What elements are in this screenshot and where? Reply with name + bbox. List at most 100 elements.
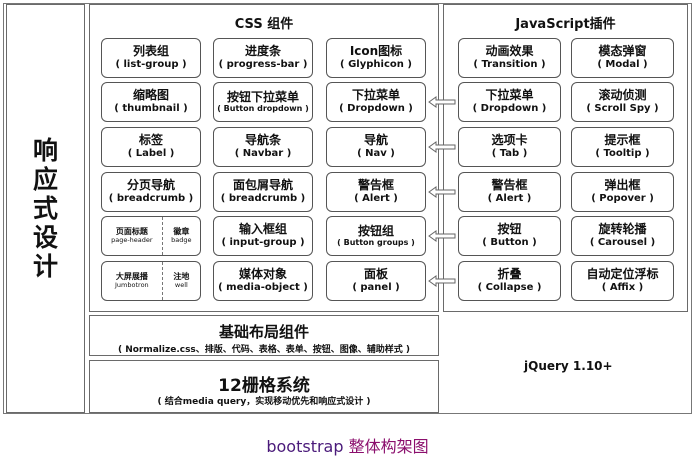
css-component-name: 标签: [138, 133, 163, 148]
css-component-name: 列表组: [132, 44, 169, 59]
css-component-name: 下拉菜单: [351, 88, 400, 103]
left-arrow-icon: [428, 141, 456, 153]
diagram-caption: bootstrap 整体构架图: [0, 433, 695, 457]
js-panel-title: JavaScript插件: [515, 17, 616, 32]
js-plugin-code: ( Affix ): [601, 282, 644, 294]
responsive-design-title: 响应式设计: [32, 136, 58, 281]
caption-suffix: 整体构架图: [348, 437, 429, 456]
css-split-name: 注地: [173, 272, 190, 282]
left-arrow-icon: [428, 186, 456, 198]
base-layout-title: 基础布局组件: [218, 323, 309, 341]
responsive-design-column: 响应式设计: [6, 4, 85, 413]
js-plugin-code: ( Dropdown ): [472, 103, 547, 115]
css-component-name: Icon图标: [349, 44, 403, 59]
css-component-box: 下拉菜单( Dropdown ): [326, 82, 426, 122]
css-component-box: 分页导航( breadcrumb ): [101, 172, 201, 212]
css-component-name: 按钮组: [357, 223, 394, 238]
js-plugin-code: ( Tooltip ): [595, 148, 650, 160]
base-layout-bar: 基础布局组件 ( Normalize.css、排版、代码、表格、表单、按钮、图像…: [89, 315, 439, 356]
css-component-name: 进度条: [244, 44, 281, 59]
css-component-name: 警告框: [357, 178, 394, 193]
css-component-code: ( breadcrumb ): [220, 193, 306, 205]
js-plugin-name: 选项卡: [491, 133, 528, 148]
js-plugin-box: 按钮( Button ): [458, 216, 561, 256]
js-plugin-code: ( Alert ): [487, 193, 532, 205]
css-component-box: 导航条( Navbar ): [213, 127, 313, 167]
left-arrow-icon: [428, 275, 456, 287]
css-split-code: well: [174, 280, 188, 289]
css-component-code: ( Button dropdown ): [217, 104, 309, 114]
css-split-code: page-header: [111, 235, 153, 244]
js-plugin-name: 模态弹窗: [598, 44, 647, 59]
css-component-code: ( list-group ): [115, 59, 187, 71]
css-component-code: ( progress-bar ): [218, 59, 308, 71]
css-component-name: 按钮下拉菜单: [226, 89, 299, 104]
css-panel-title: CSS 组件: [234, 17, 294, 32]
css-component-box: 按钮下拉菜单( Button dropdown ): [213, 82, 313, 122]
css-component-name: 缩略图: [132, 88, 169, 103]
js-plugin-box: 下拉菜单( Dropdown ): [458, 82, 561, 122]
js-plugin-name: 旋转轮播: [598, 222, 647, 237]
css-component-box: 导航( Nav ): [326, 127, 426, 167]
js-plugin-code: ( Button ): [482, 237, 537, 249]
css-component-name: 面包屑导航: [232, 178, 293, 193]
left-arrow-icon: [428, 230, 456, 242]
css-component-name: 媒体对象: [238, 267, 287, 282]
css-component-name: 分页导航: [126, 178, 175, 193]
css-component-box: 缩略图( thumbnail ): [101, 82, 201, 122]
js-plugin-name: 自动定位浮标: [586, 267, 659, 282]
js-plugin-box: 模态弹窗( Modal ): [571, 38, 674, 78]
js-plugin-name: 提示框: [604, 133, 641, 148]
grid-system-title: 12栅格系统: [218, 376, 310, 396]
js-plugin-name: 折叠: [497, 267, 522, 282]
css-component-code: ( Nav ): [357, 148, 395, 160]
js-plugin-box: 动画效果( Transition ): [458, 38, 561, 78]
js-plugin-box: 弹出框( Popover ): [571, 172, 674, 212]
jquery-label: jQuery 1.10+: [524, 359, 613, 373]
css-component-box: 面板( panel ): [326, 261, 426, 301]
js-plugin-box: 滚动侦测( Scroll Spy ): [571, 82, 674, 122]
js-plugin-name: 按钮: [497, 222, 522, 237]
css-component-box: 列表组( list-group ): [101, 38, 201, 78]
base-layout-subtitle: ( Normalize.css、排版、代码、表格、表单、按钮、图像、辅助样式 ): [117, 345, 411, 355]
js-plugin-code: ( Collapse ): [477, 282, 542, 294]
js-plugin-name: 弹出框: [604, 178, 641, 193]
css-component-code: ( Button groups ): [337, 238, 415, 248]
js-plugin-name: 动画效果: [485, 44, 534, 59]
css-component-code: ( Glyphicon ): [340, 59, 412, 71]
left-arrow-icon: [428, 96, 456, 108]
caption-prefix: bootstrap: [266, 437, 344, 456]
js-plugin-box: 自动定位浮标( Affix ): [571, 261, 674, 301]
css-component-box: 进度条( progress-bar ): [213, 38, 313, 78]
css-component-box: 按钮组( Button groups ): [326, 216, 426, 256]
js-plugin-code: ( Modal ): [597, 59, 648, 71]
css-component-box: Icon图标( Glyphicon ): [326, 38, 426, 78]
css-component-name: 导航: [363, 133, 388, 148]
css-component-code: ( Alert ): [354, 193, 398, 205]
css-split-name: 徽章: [173, 227, 190, 237]
js-plugin-code: ( Transition ): [473, 59, 546, 71]
css-component-code: ( Navbar ): [234, 148, 292, 160]
js-plugin-name: 下拉菜单: [485, 88, 534, 103]
css-component-name: 输入框组: [238, 222, 287, 237]
grid-system-bar: 12栅格系统 ( 结合media query，实现移动优先和响应式设计 ): [89, 360, 439, 413]
css-component-box: 输入框组( input-group ): [213, 216, 313, 256]
css-component-box: 面包屑导航( breadcrumb ): [213, 172, 313, 212]
grid-system-subtitle: ( 结合media query，实现移动优先和响应式设计 ): [157, 397, 371, 407]
css-component-box: 媒体对象( media-object ): [213, 261, 313, 301]
css-split-name: 页面标题: [115, 227, 148, 237]
js-plugin-box: 旋转轮播( Carousel ): [571, 216, 674, 256]
js-plugin-code: ( Scroll Spy ): [586, 103, 659, 115]
js-plugin-code: ( Tab ): [491, 148, 528, 160]
css-component-box: 标签( Label ): [101, 127, 201, 167]
css-component-name: 导航条: [244, 133, 281, 148]
js-plugin-name: 警告框: [491, 178, 528, 193]
css-component-code: ( Label ): [127, 148, 175, 160]
js-plugin-name: 滚动侦测: [598, 88, 647, 103]
css-component-code: ( media-object ): [218, 282, 308, 294]
